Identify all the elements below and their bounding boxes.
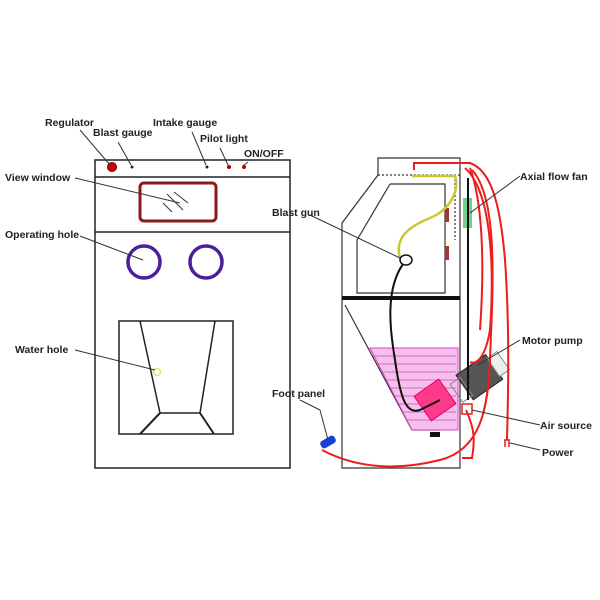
media-hose — [389, 263, 441, 412]
label-blast-gun: Blast gun — [272, 207, 320, 219]
label-axial-flow-fan: Axial flow fan — [520, 171, 588, 183]
label-foot-panel: Foot panel — [272, 388, 325, 400]
label-pilot-light: Pilot light — [200, 133, 248, 145]
leader-lines-right — [299, 175, 541, 451]
air-source — [461, 403, 473, 415]
label-regulator: Regulator — [45, 117, 94, 129]
front-view — [94, 159, 291, 469]
water-hole — [152, 367, 162, 377]
intake-gauge — [205, 165, 209, 169]
label-air-source: Air source — [540, 420, 592, 432]
operating-hole-right — [188, 244, 224, 280]
label-operating-hole: Operating hole — [5, 229, 79, 241]
light-upper — [445, 208, 449, 222]
label-on-off: ON/OFF — [244, 148, 284, 160]
operating-hole-left — [126, 244, 162, 280]
cabinet-front-outline — [94, 159, 291, 469]
label-power: Power — [542, 447, 574, 459]
label-view-window: View window — [5, 172, 71, 184]
hopper-lines — [139, 320, 216, 414]
pilot-light — [227, 165, 231, 169]
label-intake-gauge: Intake gauge — [153, 117, 217, 129]
power-cables — [321, 162, 510, 468]
inner-chamber — [356, 183, 446, 294]
air-hose-yellow — [397, 174, 458, 259]
cabinet-side-outline — [341, 157, 461, 469]
blast-gun — [399, 254, 413, 266]
label-motor-pump: Motor pump — [522, 335, 583, 347]
light-lower — [445, 246, 449, 260]
blast-gauge — [130, 165, 134, 169]
power-plug — [504, 439, 510, 447]
drain — [430, 432, 440, 437]
lower-door — [118, 320, 234, 435]
view-window — [138, 181, 218, 223]
on-off-switch — [242, 165, 246, 169]
leader-lines-left — [74, 129, 249, 371]
foot-pedal — [320, 435, 336, 449]
label-water-hole: Water hole — [15, 344, 68, 356]
label-blast-gauge: Blast gauge — [93, 127, 153, 139]
